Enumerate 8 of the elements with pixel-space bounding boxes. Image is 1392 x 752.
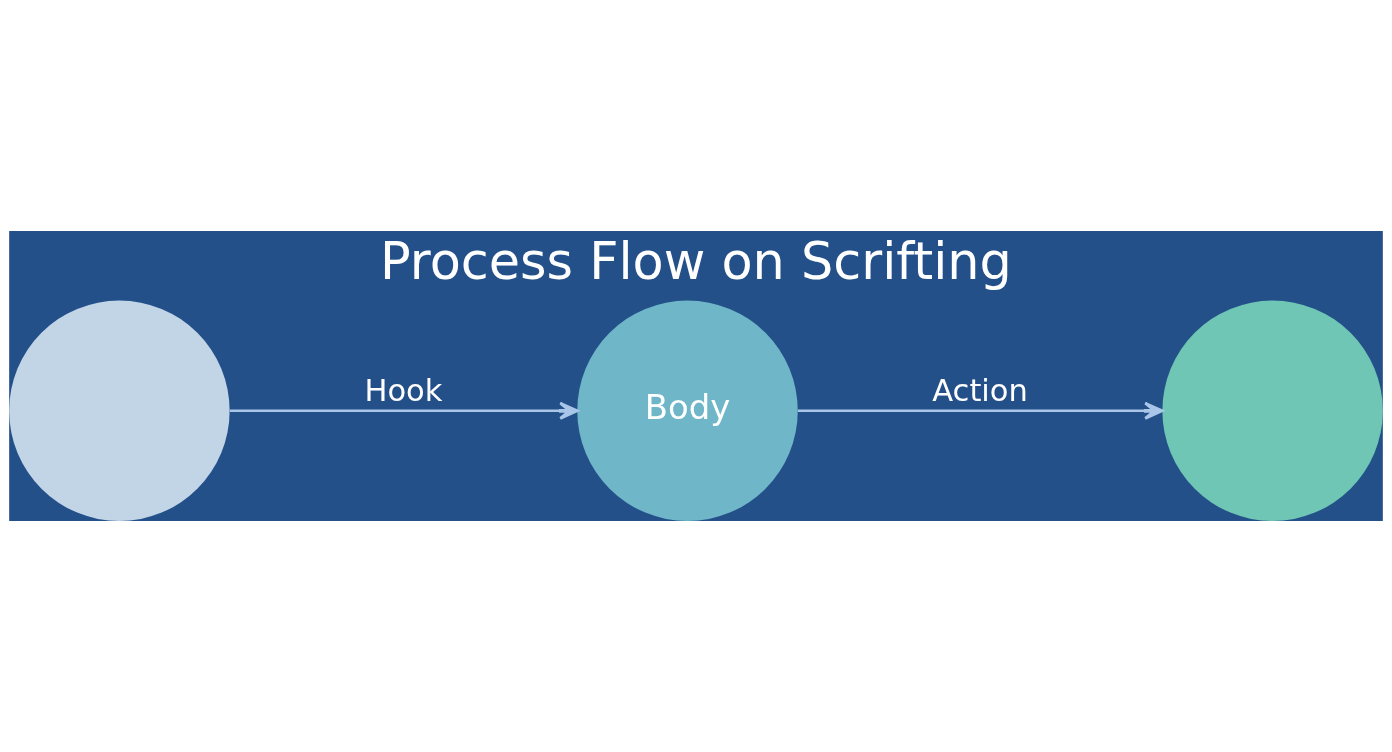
edge-label: Hook <box>364 373 443 409</box>
node-circle: Body <box>577 300 798 521</box>
node-circle <box>9 300 230 521</box>
node-circle <box>1162 300 1383 521</box>
arrow <box>230 401 579 420</box>
edge-label: Action <box>932 373 1028 409</box>
diagram-title: Process Flow on Scrifting <box>380 231 1012 291</box>
arrow <box>797 401 1164 420</box>
